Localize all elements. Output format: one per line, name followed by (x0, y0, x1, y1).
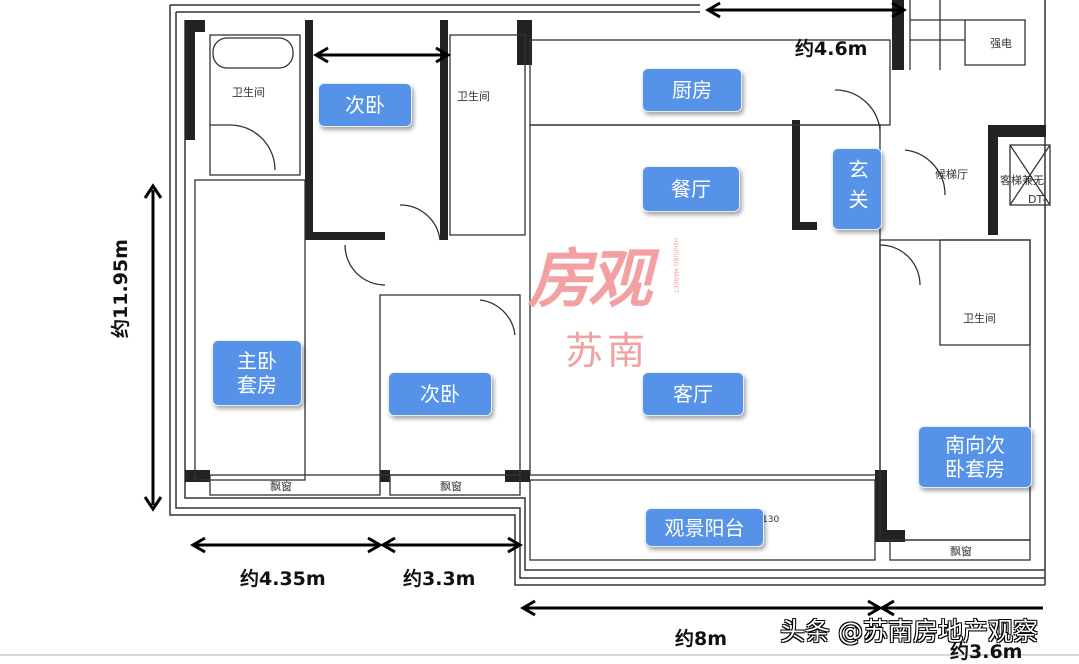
inner-walls (194, 0, 1051, 561)
room-label-balcony: 观景阳台 (645, 508, 764, 547)
south-suite-line2: 卧套房 (945, 457, 1005, 481)
foyer-text: 玄关 (845, 159, 869, 219)
bay-window-label: 飘窗 (950, 544, 972, 558)
lift-hall-label: 候梯厅 (935, 167, 968, 181)
room-label-living: 客厅 (642, 372, 744, 416)
lift-label: 客梯兼无 (1000, 173, 1044, 187)
lift-code-label: DT- (1028, 193, 1046, 206)
bath-label: 卫生间 (457, 89, 490, 103)
dimension-living-width: 约8m (675, 628, 728, 650)
electric-room-label: 强电 (990, 37, 1012, 50)
room-label-foyer: 玄关 (832, 148, 882, 230)
dimension-top-width: 约4.6m (795, 38, 868, 60)
bath-label: 卫生间 (963, 311, 996, 325)
bath-label: 卫生间 (232, 85, 265, 99)
dimension-suite-width: 约3.6m (950, 641, 1023, 663)
room-label-bedroom-north: 次卧 (318, 83, 412, 127)
dimension-arrows (143, 1, 1043, 617)
room-label-kitchen: 厨房 (642, 68, 742, 112)
master-suite-line1: 主卧 (237, 349, 277, 373)
bay-window-label: 飘窗 (270, 479, 292, 493)
room-label-dining: 餐厅 (642, 166, 740, 212)
room-label-south-suite: 南向次 卧套房 (918, 426, 1032, 488)
dimension-height: 约11.95m (109, 239, 132, 338)
logo-main: 房观 (528, 242, 652, 317)
master-suite-line2: 套房 (237, 373, 277, 397)
logo-sub: 苏南 (565, 329, 650, 373)
room-label-bedroom-south: 次卧 (388, 372, 492, 416)
room-label-master-suite: 主卧 套房 (212, 340, 302, 406)
watermark: 头条 @苏南房地产观察 (780, 617, 1038, 646)
logo-en: HOUSING MARKET (672, 238, 679, 294)
south-suite-line1: 南向次 (945, 433, 1005, 457)
bay-window-label: 飘窗 (440, 479, 462, 493)
note-label: 130 (762, 515, 779, 525)
dimension-master-width: 约4.35m (240, 568, 326, 590)
dimension-bedroom-width: 约3.3m (403, 568, 476, 590)
